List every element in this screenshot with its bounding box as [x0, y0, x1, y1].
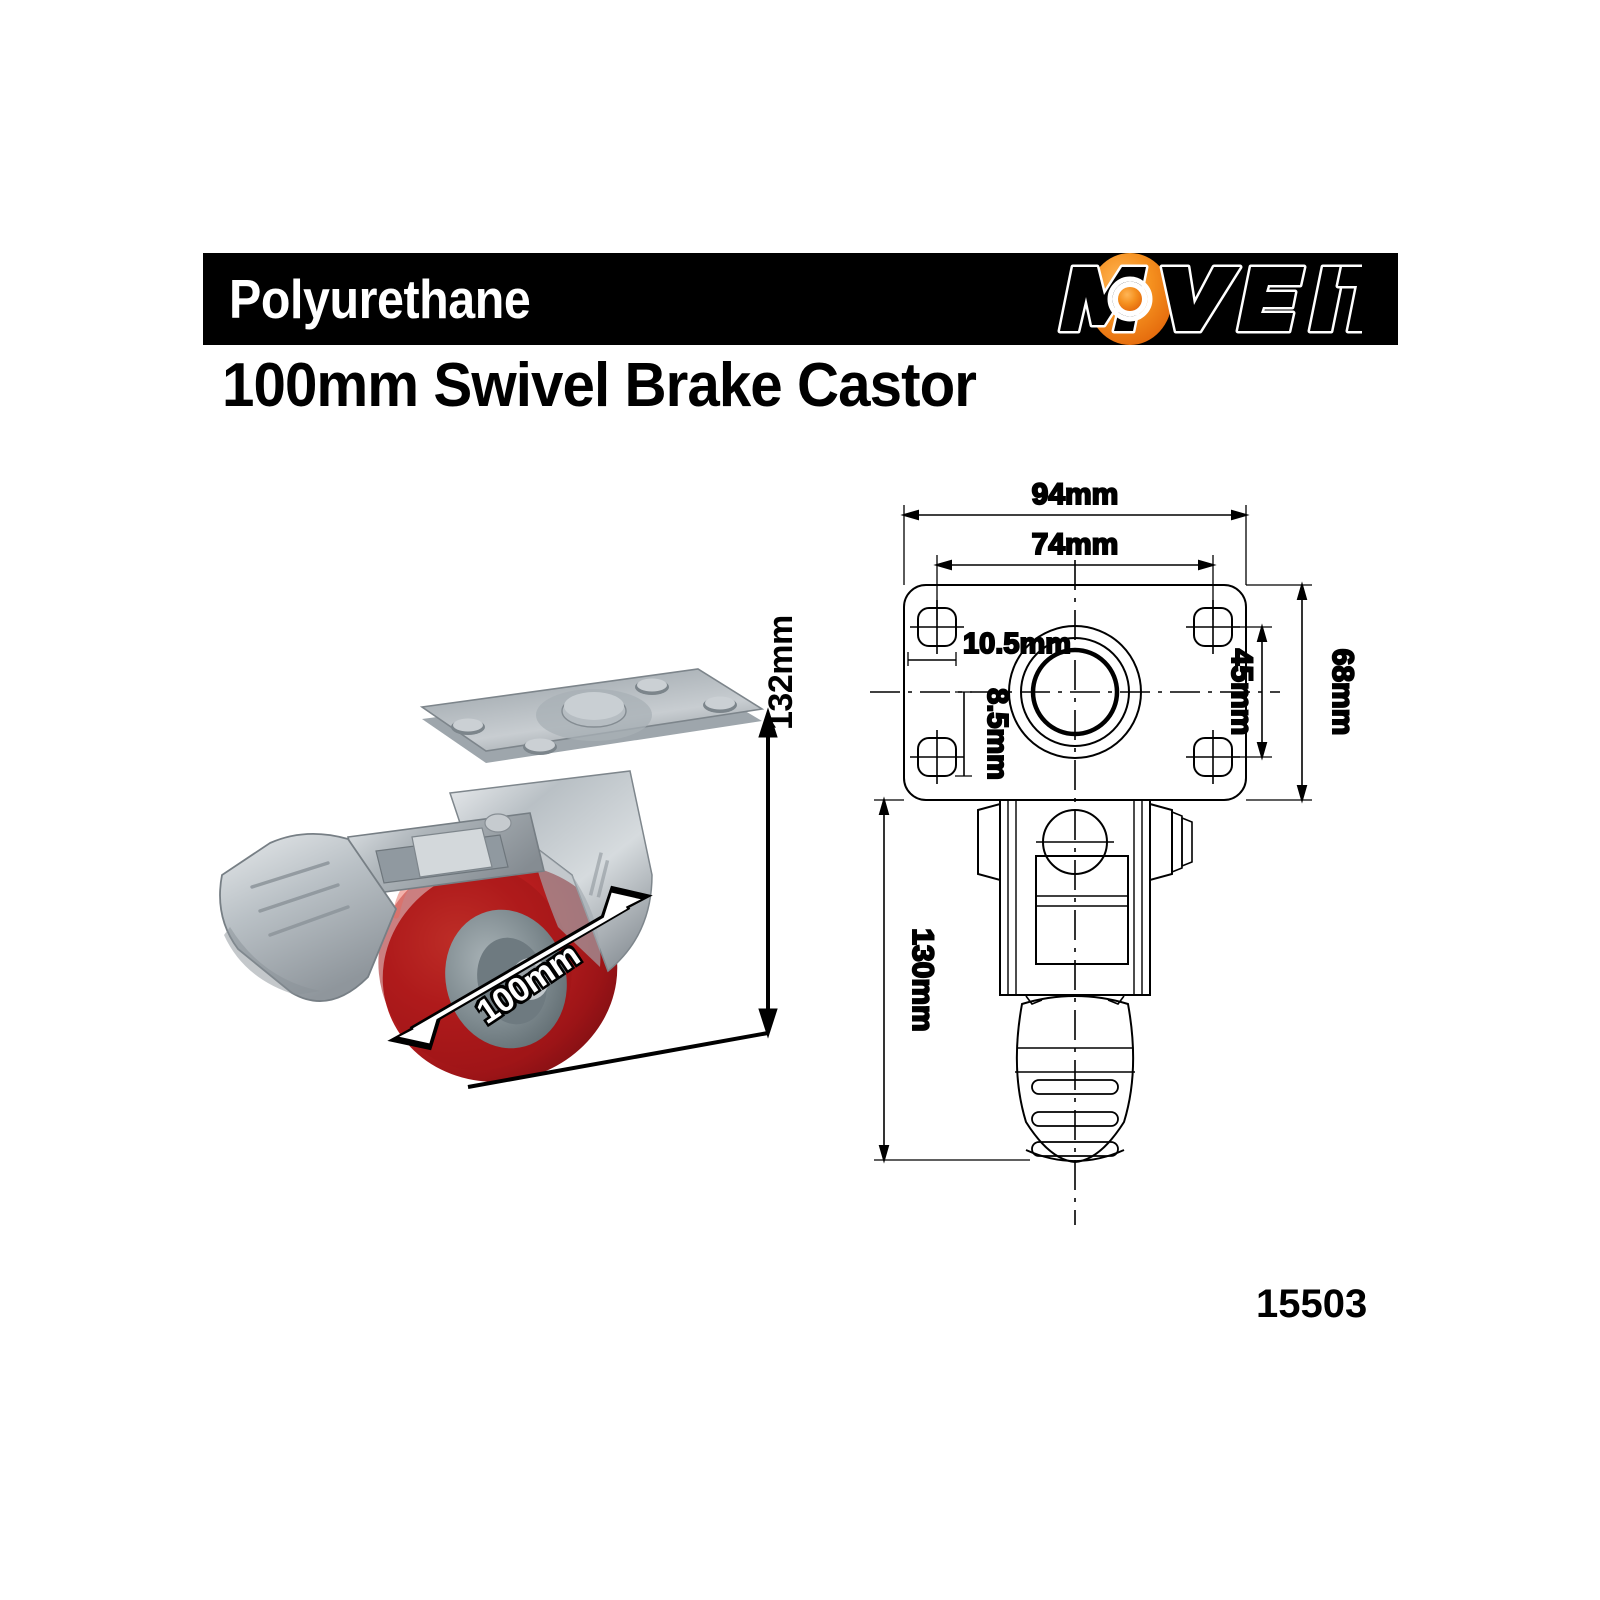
dimension-100mm — [387, 885, 653, 1051]
dimension-74mm — [933, 555, 1217, 620]
dimension-132mm — [758, 707, 778, 1039]
dimension-baseline — [467, 1031, 769, 1089]
plate-bolt-holes — [451, 678, 737, 755]
brake-pedal[interactable] — [219, 832, 398, 1002]
dimension-label-94mm: 94mm — [1032, 478, 1119, 511]
dimension-label-68mm: 68mm — [1326, 649, 1359, 736]
dimension-label-8-5mm: 8.5mm — [981, 688, 1013, 780]
dimension-68mm — [1246, 581, 1312, 804]
logo-word-move — [1057, 264, 1307, 334]
brake-rivet — [484, 813, 512, 833]
drawing-centrelines — [870, 560, 1280, 1225]
dimension-45mm — [1232, 623, 1272, 761]
drawing-fork-body — [977, 799, 1193, 996]
technical-drawing: 94mm 74mm 10.5mm — [860, 460, 1380, 1250]
technical-drawing-svg: 94mm 74mm 10.5mm — [870, 477, 1360, 1225]
dimension-label-45mm: 45mm — [1225, 649, 1258, 736]
product-photo — [200, 575, 840, 1095]
dimension-label-130mm: 130mm — [906, 928, 939, 1031]
dimension-label-10-5mm: 10.5mm — [963, 628, 1071, 660]
castor-top-plate — [419, 668, 765, 763]
dimension-8-5mm — [955, 691, 972, 777]
dimension-label-74mm: 74mm — [1032, 528, 1119, 561]
move-it-logo — [1042, 253, 1362, 345]
material-title: Polyurethane — [229, 268, 531, 330]
brake-cam — [411, 827, 493, 878]
brake-assembly — [347, 812, 545, 896]
logo-word-it — [1307, 264, 1362, 334]
drawing-brake-pad — [1015, 994, 1135, 1164]
page-title: 100mm Swivel Brake Castor — [222, 351, 977, 420]
dimension-10-5mm — [907, 652, 957, 666]
dimension-94mm — [900, 505, 1250, 585]
header-bar: Polyurethane — [203, 253, 1398, 345]
product-code: 15503 — [1256, 1282, 1368, 1326]
move-it-logo-svg — [1057, 253, 1362, 345]
dimension-label-132mm: 132mm — [762, 615, 800, 730]
dimension-130mm — [874, 796, 1030, 1164]
castor-photo-svg — [219, 668, 778, 1089]
